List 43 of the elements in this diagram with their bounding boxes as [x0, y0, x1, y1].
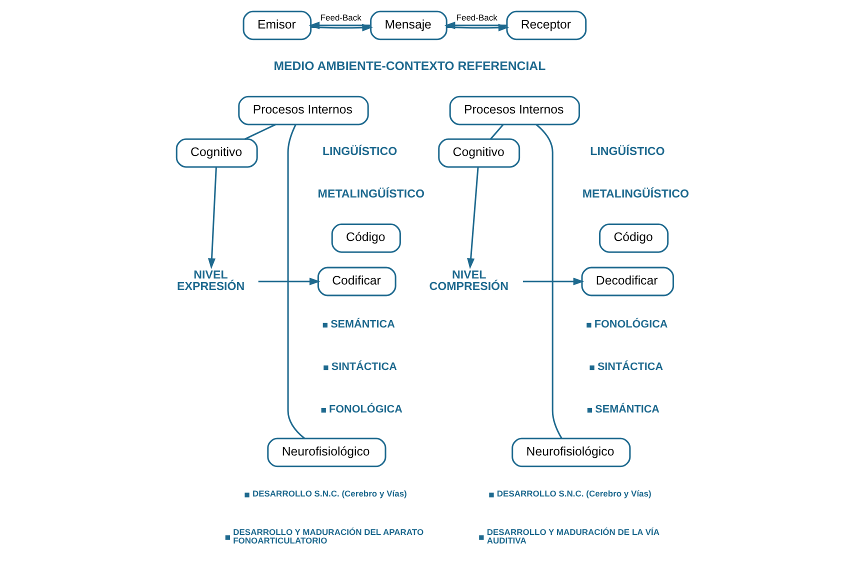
label: SEMÁNTICA [330, 318, 394, 330]
label: DESARROLLO S.N.C. (Cerebro y Vías) [252, 488, 406, 498]
label: LINGÜÍSTICO [322, 145, 397, 158]
arrow [444, 22, 506, 30]
node-box: Procesos Internos [448, 96, 580, 126]
node-box: Receptor [506, 10, 586, 40]
label: METALINGÜÍSTICO [582, 188, 689, 201]
connector [286, 124, 305, 440]
connector [535, 124, 562, 439]
arrow [258, 278, 320, 286]
connector [489, 124, 504, 140]
arrow [522, 278, 584, 286]
label: METALINGÜÍSTICO [317, 188, 424, 201]
node-box: Emisor [242, 10, 312, 40]
node-box: Código [598, 223, 668, 253]
arrow [207, 167, 216, 270]
node-box: Neurofisiológico [266, 438, 386, 468]
edge-label: Feed-Back [456, 12, 497, 23]
label: FONOLÓGICA [594, 318, 668, 330]
edge-label: Feed-Back [320, 12, 361, 23]
arrow [466, 167, 478, 270]
label: FONOLÓGICA [328, 403, 402, 416]
node-box: Cognitivo [438, 138, 520, 168]
arrow [310, 24, 373, 32]
label: LINGÜÍSTICO [590, 145, 664, 158]
node-box: Mensaje [370, 10, 447, 40]
node-box: Decodificar [580, 266, 674, 296]
label: DESARROLLO Y MADURACIÓN DE LA VÍA AUDITIVA [486, 527, 660, 546]
node-box: Neurofisiológico [511, 438, 630, 468]
label: SINTÁCTICA [330, 360, 396, 373]
arrow [308, 22, 370, 30]
label: DESARROLLO S.N.C. (Cerebro y Vías) [496, 488, 651, 498]
node-box: Codificar [316, 266, 396, 296]
label: SEMÁNTICA [594, 403, 660, 416]
label: MEDIO AMBIENTE-CONTEXTO REFERENCIAL [273, 59, 546, 74]
node-box: Cognitivo [175, 138, 258, 168]
label: SINTÁCTICA [596, 360, 663, 373]
node-box: Procesos Internos [238, 96, 368, 126]
label: DESARROLLO Y MADURACIÓN DEL APARATO FONOARTICULATORIO [232, 527, 424, 546]
node-box: Código [330, 223, 400, 253]
connector [244, 124, 276, 140]
node-text: NIVEL COMPRESIÓN [428, 268, 508, 294]
node-text: NIVEL EXPRESIÓN [176, 268, 244, 294]
